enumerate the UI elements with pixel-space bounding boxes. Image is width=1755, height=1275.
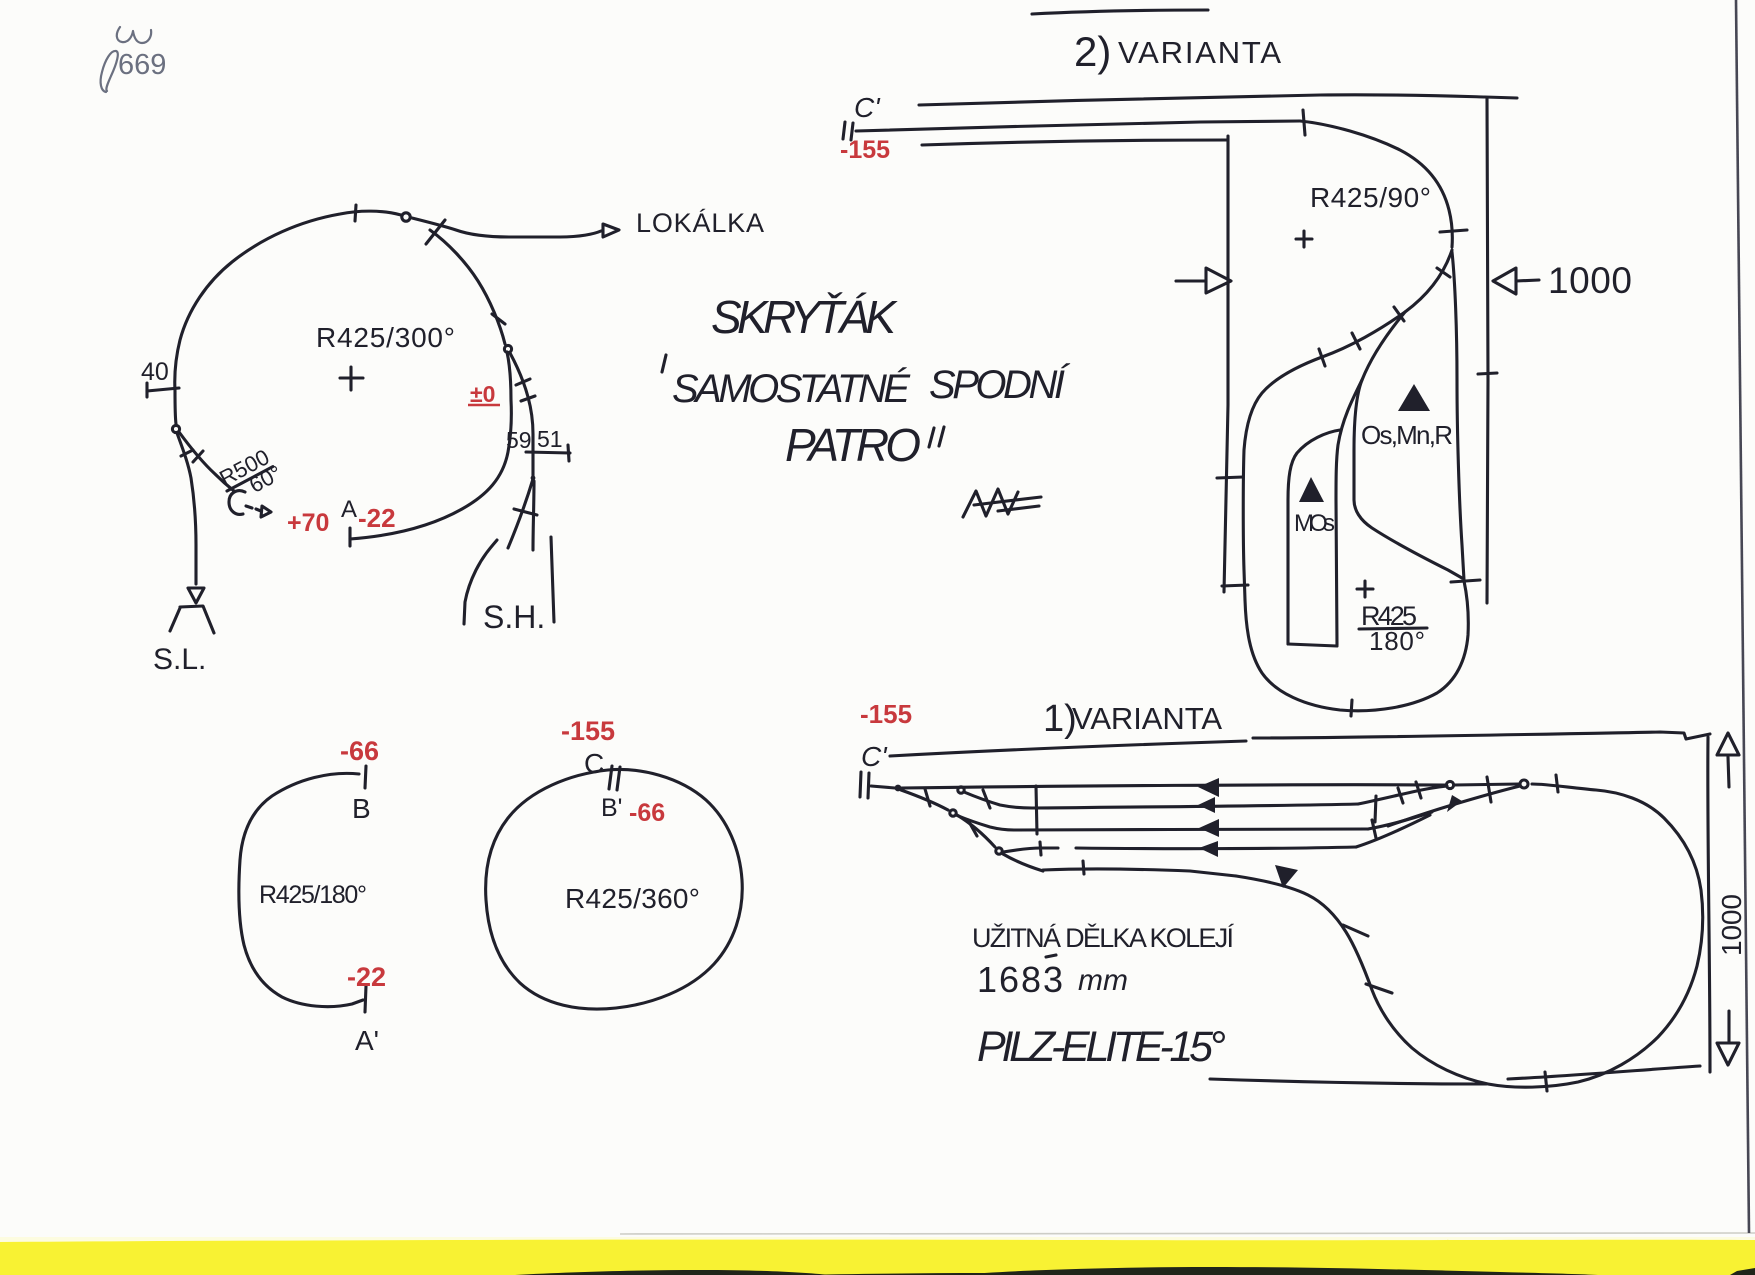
svg-text:C': C' <box>854 92 881 123</box>
svg-text:669: 669 <box>118 49 166 81</box>
svg-text:Os,Mn,R: Os,Mn,R <box>1361 420 1453 450</box>
svg-text:A: A <box>341 496 357 523</box>
svg-text:40: 40 <box>141 358 169 386</box>
svg-text:±0: ±0 <box>470 381 495 407</box>
svg-text:C': C' <box>861 741 888 772</box>
svg-text:SKRYŤÁK: SKRYŤÁK <box>711 291 898 343</box>
svg-text:VARIANTA: VARIANTA <box>1118 35 1281 70</box>
svg-text:2): 2) <box>1074 28 1111 75</box>
svg-text:+70: +70 <box>287 509 329 537</box>
svg-text:59: 59 <box>506 427 532 453</box>
svg-text:R425/300°: R425/300° <box>316 322 455 353</box>
svg-text:S.L.: S.L. <box>153 643 206 676</box>
svg-text:R425/90°: R425/90° <box>1310 182 1431 213</box>
svg-text:MOs: MOs <box>1294 510 1335 537</box>
svg-text:LOKÁLKA: LOKÁLKA <box>636 208 764 238</box>
svg-text:-155: -155 <box>561 716 615 746</box>
svg-text:-22: -22 <box>358 503 396 533</box>
svg-text:B': B' <box>601 794 622 822</box>
svg-text:1000: 1000 <box>1548 260 1632 301</box>
svg-text:A': A' <box>355 1025 379 1056</box>
svg-text:R425: R425 <box>1361 601 1417 631</box>
svg-text:-66: -66 <box>340 736 379 766</box>
svg-text:SPODNÍ: SPODNÍ <box>929 362 1071 407</box>
svg-text:1000: 1000 <box>1716 894 1747 956</box>
svg-text:-155: -155 <box>860 699 912 729</box>
svg-text:R425/360°: R425/360° <box>565 883 700 914</box>
svg-text:-66: -66 <box>629 799 665 827</box>
svg-text:C: C <box>584 748 604 779</box>
svg-text:1683: 1683 <box>977 959 1063 1000</box>
svg-text:PATRO: PATRO <box>785 419 921 471</box>
svg-text:UŽITNÁ DĚLKA KOLEJÍ: UŽITNÁ DĚLKA KOLEJÍ <box>972 922 1234 953</box>
svg-text:SAMOSTATNÉ: SAMOSTATNÉ <box>672 366 911 411</box>
svg-text:-155: -155 <box>840 136 890 164</box>
svg-text:-22: -22 <box>347 962 386 992</box>
svg-text:180°: 180° <box>1369 626 1425 656</box>
svg-text:PILZ-ELITE-15°: PILZ-ELITE-15° <box>977 1023 1226 1071</box>
svg-text:mm: mm <box>1078 964 1128 997</box>
svg-text:S.H.: S.H. <box>483 599 545 635</box>
svg-text:R425/180°: R425/180° <box>259 881 367 909</box>
svg-text:VARIANTA: VARIANTA <box>1072 701 1222 736</box>
svg-text:51: 51 <box>537 426 563 452</box>
svg-text:1): 1) <box>1043 698 1077 740</box>
svg-text:B: B <box>352 793 371 824</box>
